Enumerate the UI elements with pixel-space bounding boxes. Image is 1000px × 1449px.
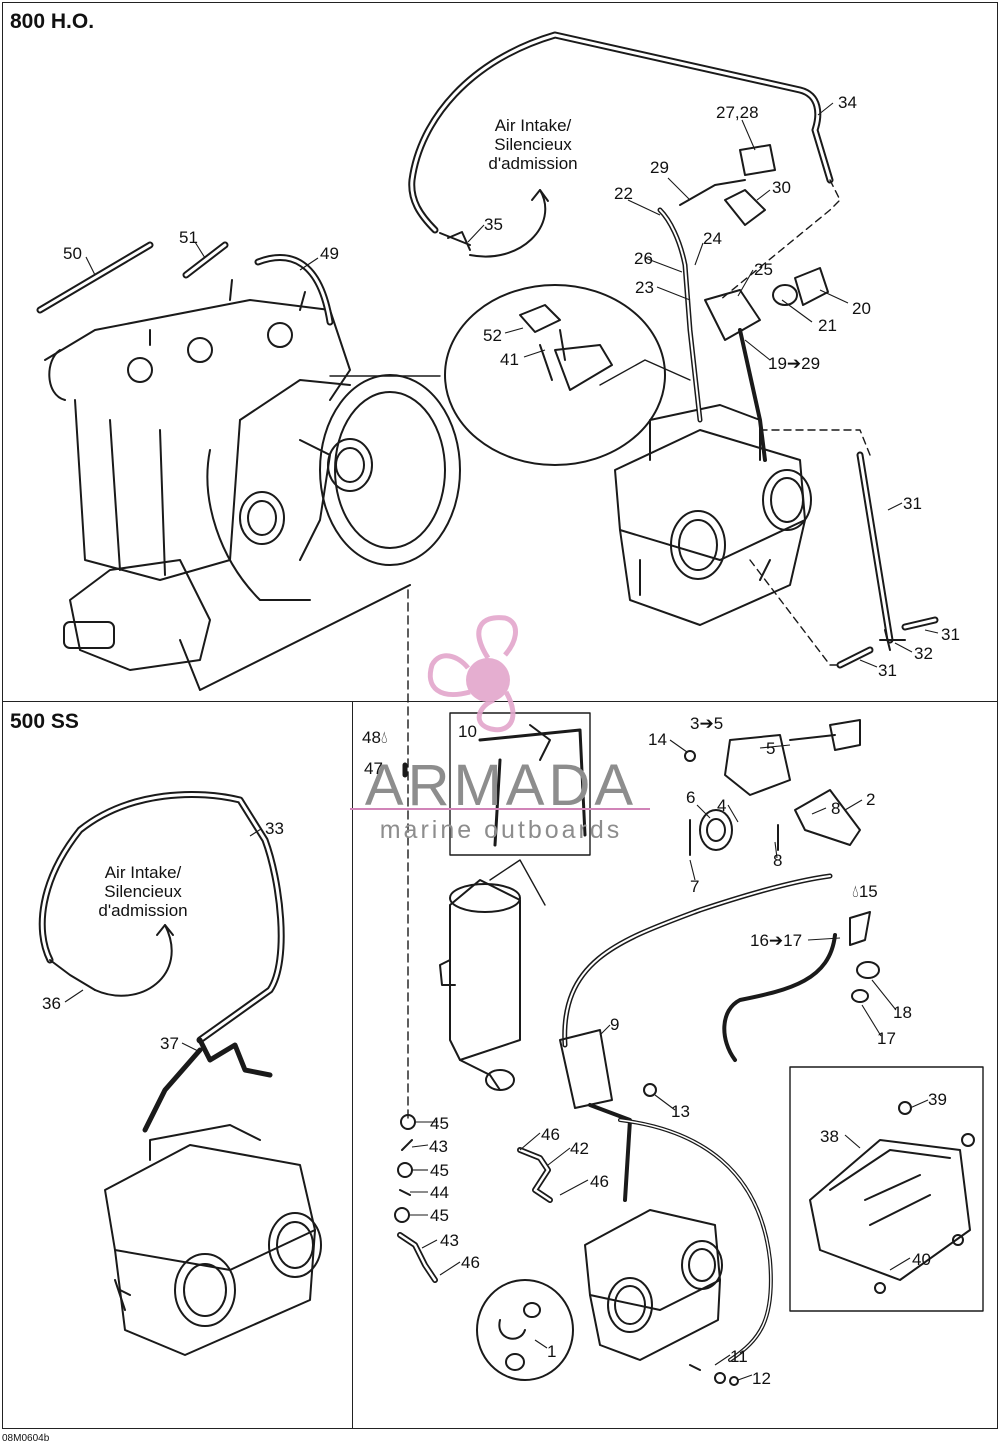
callout-51: 51 [179,228,198,247]
callout-32: 32 [914,644,933,663]
callout-9: 9 [610,1015,620,1034]
callout-19-to-29: 19➔29 [768,354,821,373]
callout-38: 38 [820,1127,839,1146]
callout-36: 36 [42,994,61,1013]
callout-18: 18 [893,1003,912,1022]
callout-2: 2 [866,790,876,809]
oil-drop-icon: 💧︎ [380,728,388,747]
callout-4: 4 [717,796,727,815]
callout-13: 13 [671,1102,690,1121]
callout-35: 35 [484,215,503,234]
callout-43-a: 43 [429,1137,448,1156]
callout-45-b: 45 [430,1161,449,1180]
section-title-500-ss: 500 SS [10,710,79,733]
callout-47: 47 [364,759,383,778]
callout-31-a: 31 [903,494,922,513]
callout-5: 5 [766,739,776,758]
callout-49: 49 [320,244,339,263]
air-intake-note-bottom: Air Intake/ Silencieux d'admission [98,863,188,920]
callout-46-b: 46 [590,1172,609,1191]
drawing-code: 08M0604b [2,1433,50,1444]
callout-6: 6 [686,788,696,807]
callout-46-c: 46 [461,1253,480,1272]
callout-8-a: 8 [831,799,841,818]
callout-40: 40 [912,1250,931,1269]
callout-3-to-5: 3➔5 [690,714,724,733]
callout-27-28: 27,28 [716,103,759,122]
callout-8-b: 8 [773,851,783,870]
section-frame-lower-right [352,701,998,1429]
callout-16-to-17: 16➔17 [750,931,803,950]
callout-37: 37 [160,1034,179,1053]
callout-24: 24 [703,229,722,248]
callout-25: 25 [754,260,773,279]
section-title-800-ho: 800 H.O. [10,10,95,33]
callout-14: 14 [648,730,667,749]
oil-drop-icon: 💧︎ [852,882,859,901]
callout-52: 52 [483,326,502,345]
callout-7: 7 [690,877,700,896]
callout-1: 1 [547,1342,557,1361]
watermark-tagline: marine outboards [379,816,623,844]
callout-44: 44 [430,1183,449,1202]
carburetor-lower-drawing [584,1209,723,1361]
engine-block-drawing [44,279,461,691]
callout-30: 30 [772,178,791,197]
carburetor-500-drawing [104,1124,322,1356]
carburetor-800-drawing [614,404,812,626]
callout-26: 26 [634,249,653,268]
callout-50: 50 [63,244,82,263]
air-intake-note-top: Air Intake/ Silencieux d'admission [488,116,578,173]
callout-39: 39 [928,1090,947,1109]
callout-10: 10 [458,722,477,741]
callout-42: 42 [570,1139,589,1158]
oil-tank-drawing [439,859,546,1091]
callout-29: 29 [650,158,669,177]
callout-33: 33 [265,819,284,838]
callout-48: 48💧︎ [362,728,388,747]
callout-34: 34 [838,93,857,112]
callout-45-a: 45 [430,1114,449,1133]
callout-23: 23 [635,278,654,297]
callout-12: 12 [752,1369,771,1388]
callout-45-c: 45 [430,1206,449,1225]
air-silencer-drawing [809,1101,975,1294]
callout-43-b: 43 [440,1231,459,1250]
callout-11: 11 [730,1347,748,1366]
callout-31-b: 31 [941,625,960,644]
watermark-brand: ARMADA [364,753,638,818]
watermark-propeller-graphic [427,615,518,733]
callout-15: 💧︎15 [852,882,878,901]
callout-22: 22 [614,184,633,203]
callout-20: 20 [852,299,871,318]
callout-17: 17 [877,1029,896,1048]
callout-46-a: 46 [541,1125,560,1144]
watermark-divider [350,808,650,810]
callout-41: 41 [500,350,519,369]
callout-21: 21 [818,316,837,335]
callout-31-c: 31 [878,661,897,680]
